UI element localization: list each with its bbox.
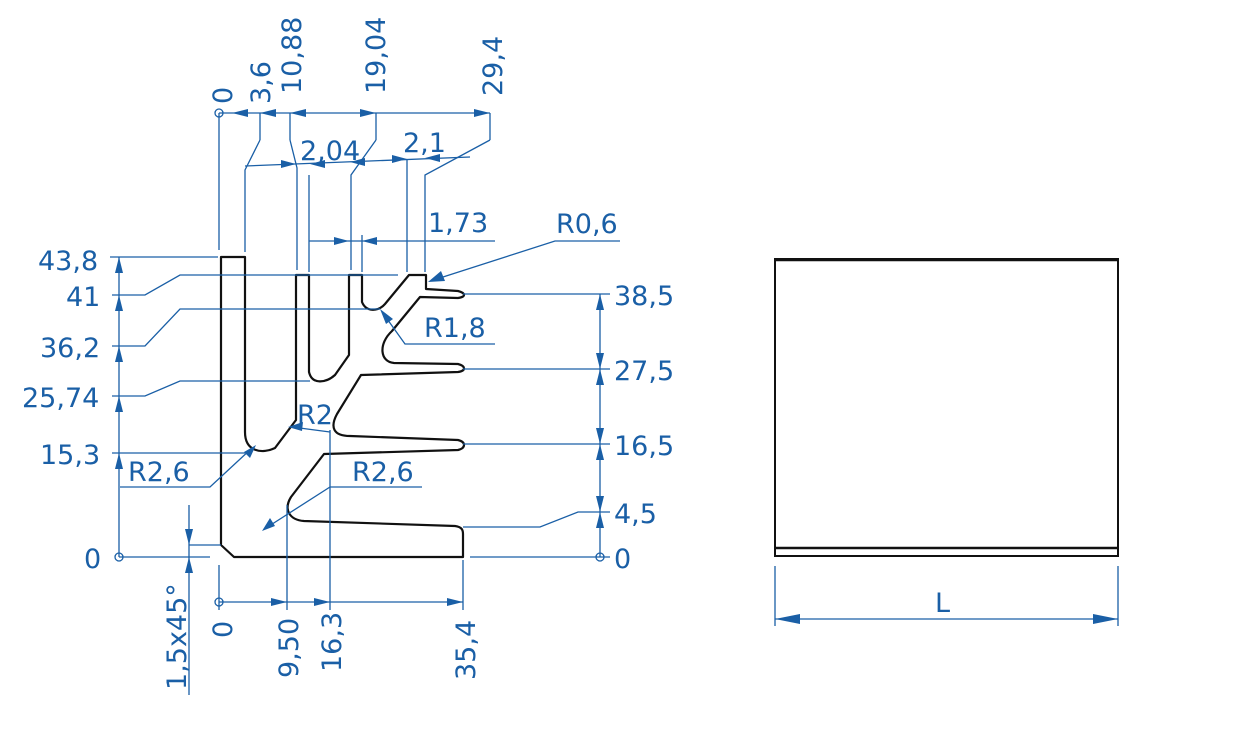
dim-right-38-5: 38,5 [614, 281, 674, 312]
bottom-ordinate-dimensions [218, 430, 464, 610]
dim-right-0: 0 [614, 544, 631, 575]
radius-r1-8: R1,8 [424, 313, 486, 344]
left-ordinate-dimensions [110, 256, 398, 558]
right-ordinate-dimensions [463, 293, 610, 558]
radius-callouts [120, 240, 620, 531]
dim-chamfer: 1,5x45° [162, 583, 193, 690]
dim-fin-gap-2-04: 2,04 [300, 136, 360, 167]
dim-left-43-8: 43,8 [38, 246, 98, 277]
dim-fin-gap-1-73: 1,73 [428, 208, 488, 239]
chamfer-dimension [185, 505, 221, 695]
radius-r2-6-lower: R2,6 [352, 457, 414, 488]
dim-left-0: 0 [84, 544, 101, 575]
dim-left-25-74: 25,74 [22, 383, 99, 414]
dim-left-36-2: 36,2 [40, 333, 100, 364]
heatsink-profile [219, 255, 466, 559]
dim-left-41: 41 [66, 282, 100, 313]
side-view-length-dimension [774, 566, 1119, 626]
dim-top-29-4: 29,4 [478, 36, 509, 96]
dim-bottom-0: 0 [208, 621, 239, 638]
radius-r0-6: R0,6 [556, 209, 618, 240]
top-ordinate-dimensions [218, 109, 491, 272]
radius-r2: R2 [297, 400, 333, 431]
radius-r2-6-left: R2,6 [128, 457, 190, 488]
dim-bottom-35-4: 35,4 [451, 620, 482, 680]
side-view-outline [774, 258, 1119, 557]
dim-top-0: 0 [208, 87, 239, 104]
side-view-length-label: L [935, 588, 950, 619]
dim-right-27-5: 27,5 [614, 356, 674, 387]
dim-bottom-9-50: 9,50 [274, 618, 305, 678]
dim-fin-gap-2-1: 2,1 [403, 128, 446, 159]
dim-bottom-16-3: 16,3 [317, 612, 348, 672]
dim-left-15-3: 15,3 [40, 440, 100, 471]
dim-top-19-04: 19,04 [361, 17, 392, 94]
dim-top-3-6: 3,6 [246, 61, 277, 104]
fin-gap-dimensions [244, 154, 495, 272]
dim-top-10-88: 10,88 [277, 17, 308, 94]
dim-right-4-5: 4,5 [614, 499, 657, 530]
dim-right-16-5: 16,5 [614, 431, 674, 462]
